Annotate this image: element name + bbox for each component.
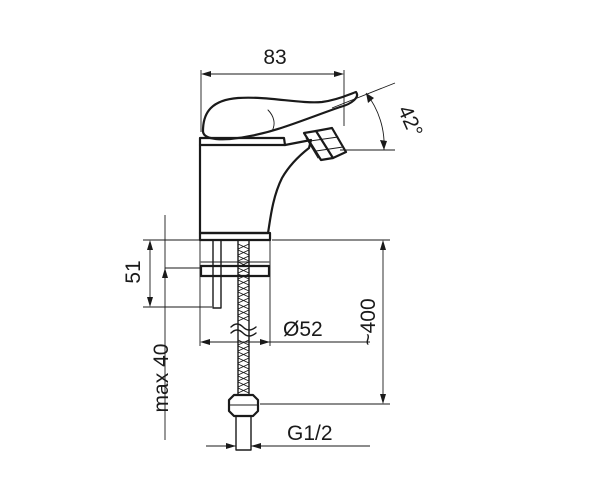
- hose-braid-segment: [237, 261, 250, 268]
- hose-braid-segment: [237, 351, 250, 358]
- lever-detail: [267, 109, 275, 132]
- dimension-thread-label: G1/2: [287, 422, 333, 445]
- hose-nut: [227, 393, 260, 418]
- hose-braid-segment: [237, 315, 250, 322]
- hose-braid-segment: [237, 273, 250, 280]
- hose-thread-end: [235, 415, 252, 451]
- spout-nozzle: [302, 126, 348, 162]
- hose-braid-segment: [237, 291, 250, 298]
- hose-braid-segment: [237, 267, 250, 274]
- dimension-diameter-label: Ø52: [283, 318, 323, 341]
- dimension-thread: G1/2: [206, 422, 370, 449]
- dimension-hose-length: ~400: [260, 239, 390, 405]
- hose-braid-segment: [237, 339, 250, 346]
- hose-braid-segment: [237, 363, 250, 370]
- mounting-hardware: [199, 239, 271, 309]
- hose-braid-segment: [237, 369, 250, 376]
- dimension-angle-label: 42°: [393, 102, 427, 140]
- dimension-base-height: 51: [122, 239, 212, 308]
- hose-braid-segment: [237, 309, 250, 316]
- mounting-nut: [199, 264, 271, 278]
- hose-braid-segment: [237, 345, 250, 352]
- dimension-hose-length-label: ~400: [357, 298, 380, 345]
- dimension-width-label: 83: [263, 46, 286, 69]
- faucet-main-body: [198, 138, 313, 235]
- hose-braid-segment: [237, 381, 250, 388]
- dimension-width: 83: [200, 46, 345, 132]
- faucet-base-plate: [198, 231, 272, 242]
- hose-braid-segment: [237, 255, 250, 262]
- hose-braid-segment: [237, 297, 250, 304]
- dimension-base-height-label: 51: [122, 260, 145, 283]
- hose-braid-segment: [237, 303, 250, 310]
- hose-braid-segment: [237, 375, 250, 382]
- hose-braid-segment: [237, 249, 250, 256]
- mounting-stud: [212, 239, 222, 309]
- dimension-angle: 42°: [331, 82, 427, 151]
- hose-braid-segment: [237, 279, 250, 286]
- dimension-max-thickness-label: max 40: [150, 344, 173, 413]
- flex-hose: [227, 239, 260, 451]
- hose-braid-segment: [237, 387, 250, 394]
- hose-braid-segment: [237, 357, 250, 364]
- hose-break-mark: [230, 323, 257, 337]
- hose-braid-segment: [237, 285, 250, 292]
- faucet-body: [198, 90, 359, 242]
- hose-braid-segment: [237, 243, 250, 250]
- dimension-max-thickness: max 40: [150, 215, 200, 440]
- dimension-diameter: Ø52: [199, 240, 370, 346]
- faucet-collar: [198, 136, 287, 147]
